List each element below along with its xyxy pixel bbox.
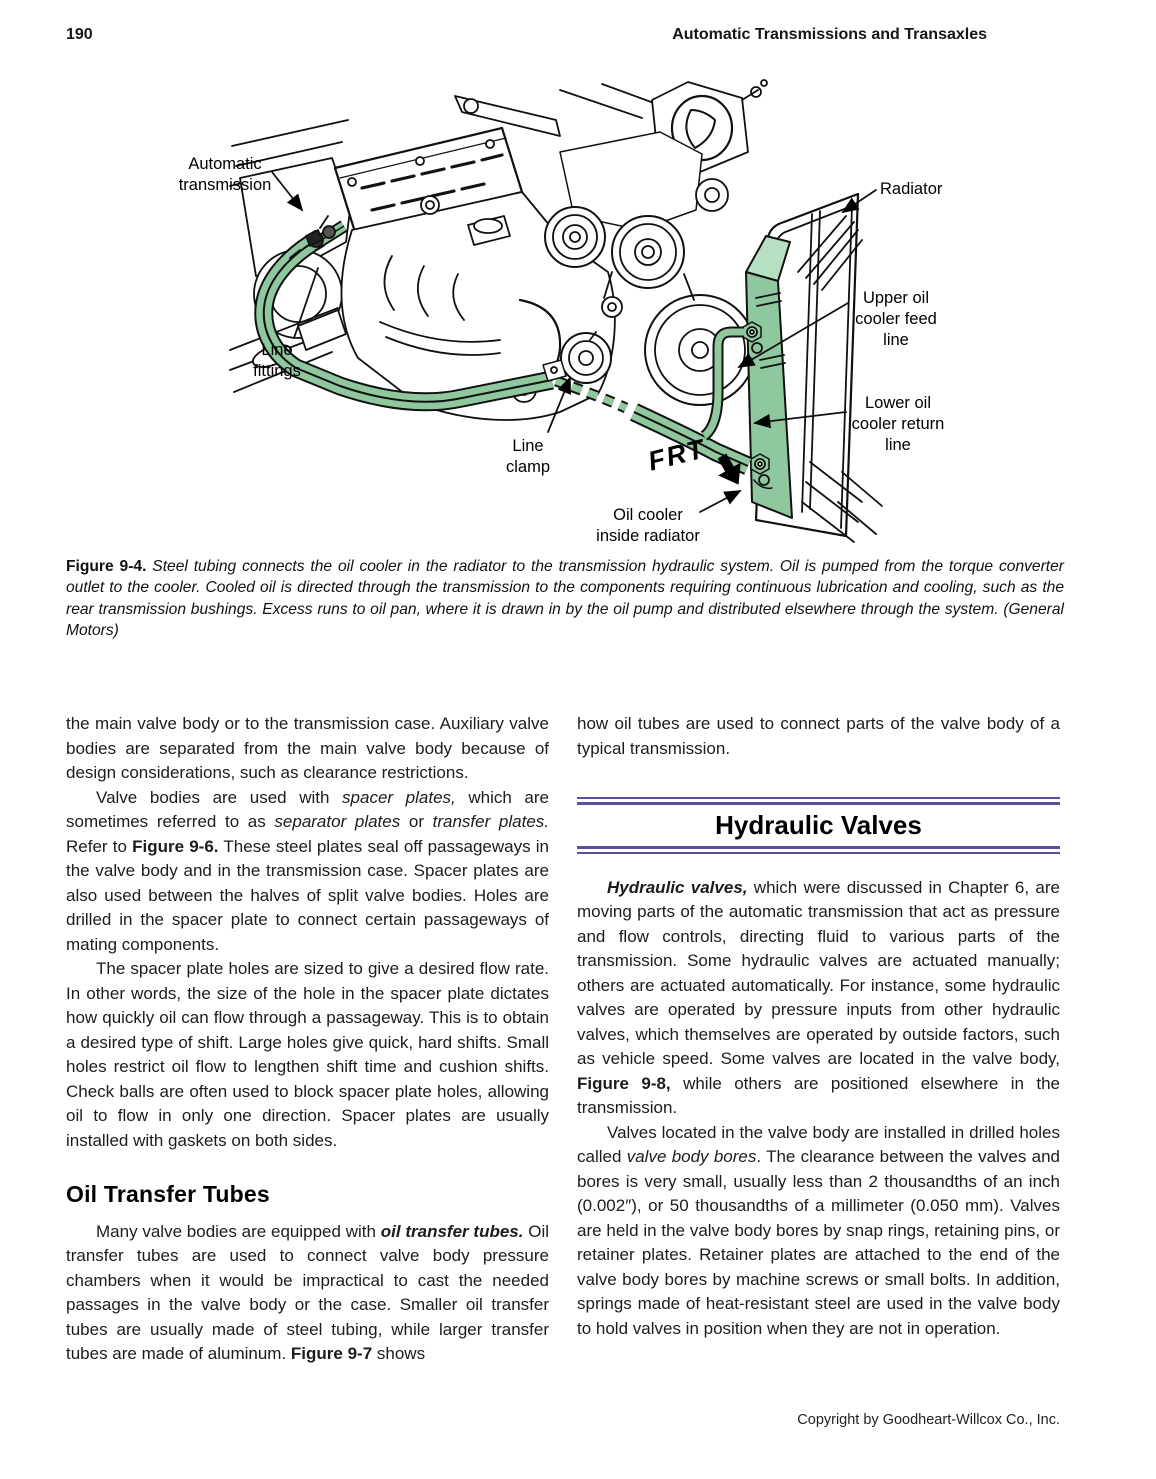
radiator-art [754, 192, 883, 543]
paragraph: the main valve body or to the transmissi… [66, 714, 549, 782]
leader-lines [271, 171, 877, 513]
figure-caption-lead: Figure 9-4. [66, 558, 147, 575]
line-fittings-art [289, 215, 336, 259]
label-upper-oil-cooler-feed-line: Upper oil cooler feed line [855, 289, 937, 349]
oil-cooler-art [742, 235, 793, 519]
figure-9-4: Automatic transmission Radiator Upper oi… [0, 60, 1156, 560]
left-column: the main valve body or to the transmissi… [66, 712, 549, 1367]
paragraph: Hydraulic valves, which were discussed i… [577, 877, 1060, 1118]
figure-caption-text: Steel tubing connects the oil cooler in … [66, 558, 1064, 640]
heading-rule-bottom [577, 845, 1060, 854]
paragraph: Valves located in the valve body are ins… [577, 1122, 1061, 1338]
engine-line-art [229, 79, 883, 543]
paragraph: The spacer plate holes are sized to give… [66, 959, 549, 1150]
figure-caption: Figure 9-4. Steel tubing connects the oi… [66, 556, 1064, 642]
section-heading: Oil Transfer Tubes [66, 1181, 270, 1207]
paragraph: how oil tubes are used to connect parts … [577, 714, 1060, 758]
oil-lines-art [254, 220, 752, 475]
ruled-section-heading: Hydraulic Valves [577, 797, 1060, 854]
paragraph: Many valve bodies are equipped with oil … [66, 1221, 550, 1364]
line-clamp-art [542, 359, 567, 382]
label-automatic-transmission: Automatic transmission [178, 155, 272, 194]
label-line-clamp: Line clamp [505, 437, 550, 476]
valve-cover-art [333, 126, 524, 234]
main-heading: Hydraulic Valves [715, 810, 922, 840]
right-column: how oil tubes are used to connect parts … [577, 712, 1060, 1341]
label-oil-cooler-inside-radiator: Oil cooler inside radiator [596, 506, 700, 545]
running-head: Automatic Transmissions and Transaxles [672, 26, 987, 43]
paragraph: Valve bodies are used with spacer plates… [66, 787, 550, 954]
copyright-notice: Copyright by Goodheart-Willcox Co., Inc. [797, 1412, 1060, 1428]
page-number: 190 [66, 26, 93, 43]
label-line-fittings: Line fittings [253, 341, 301, 380]
label-radiator: Radiator [880, 180, 943, 198]
heading-rule-top [577, 797, 1060, 805]
label-lower-oil-cooler-return-line: Lower oil cooler return line [851, 394, 945, 454]
frt-arrow-icon [717, 453, 741, 485]
